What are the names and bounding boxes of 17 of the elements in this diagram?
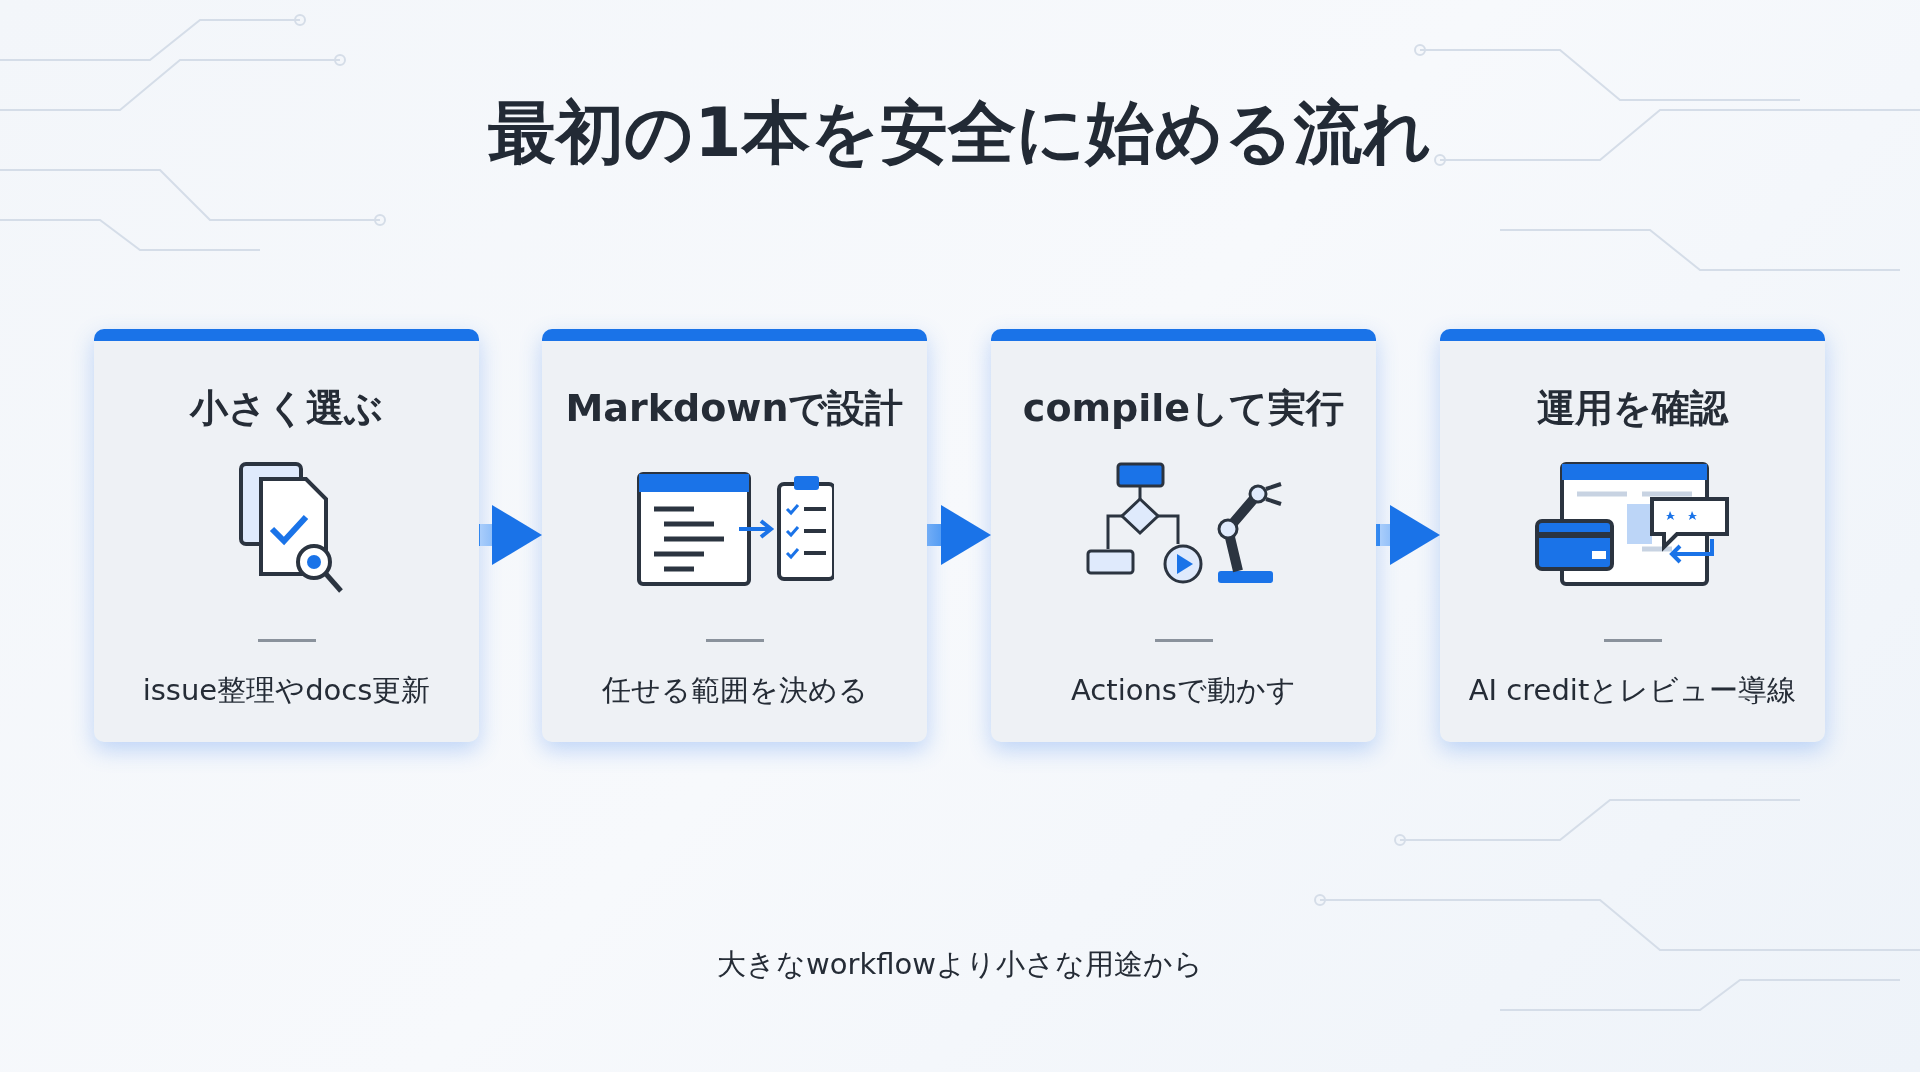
step-card — [991, 329, 1376, 742]
step-heading: compileして実行 — [1021, 385, 1346, 432]
step-heading: 運用を確認 — [1536, 385, 1730, 432]
title: 最初の1本を安全に始める流れ — [488, 92, 1432, 174]
step-heading: Markdownで設計 — [564, 385, 905, 432]
caption: 大きなworkflowより小さな用途から — [716, 946, 1204, 983]
arrow — [479, 505, 542, 565]
arrow — [1376, 505, 1440, 565]
arrow — [927, 505, 991, 565]
step-description: 任せる範囲を決める — [600, 672, 869, 709]
step-card — [542, 329, 927, 742]
step-card — [94, 329, 479, 742]
step-heading: 小さく選ぶ — [188, 385, 384, 432]
step-description: issue整理やdocs更新 — [141, 672, 432, 709]
step-description: AI creditとレビュー導線 — [1467, 672, 1798, 709]
step-card — [1440, 329, 1825, 742]
step-description: Actionsで動かす — [1070, 672, 1297, 709]
